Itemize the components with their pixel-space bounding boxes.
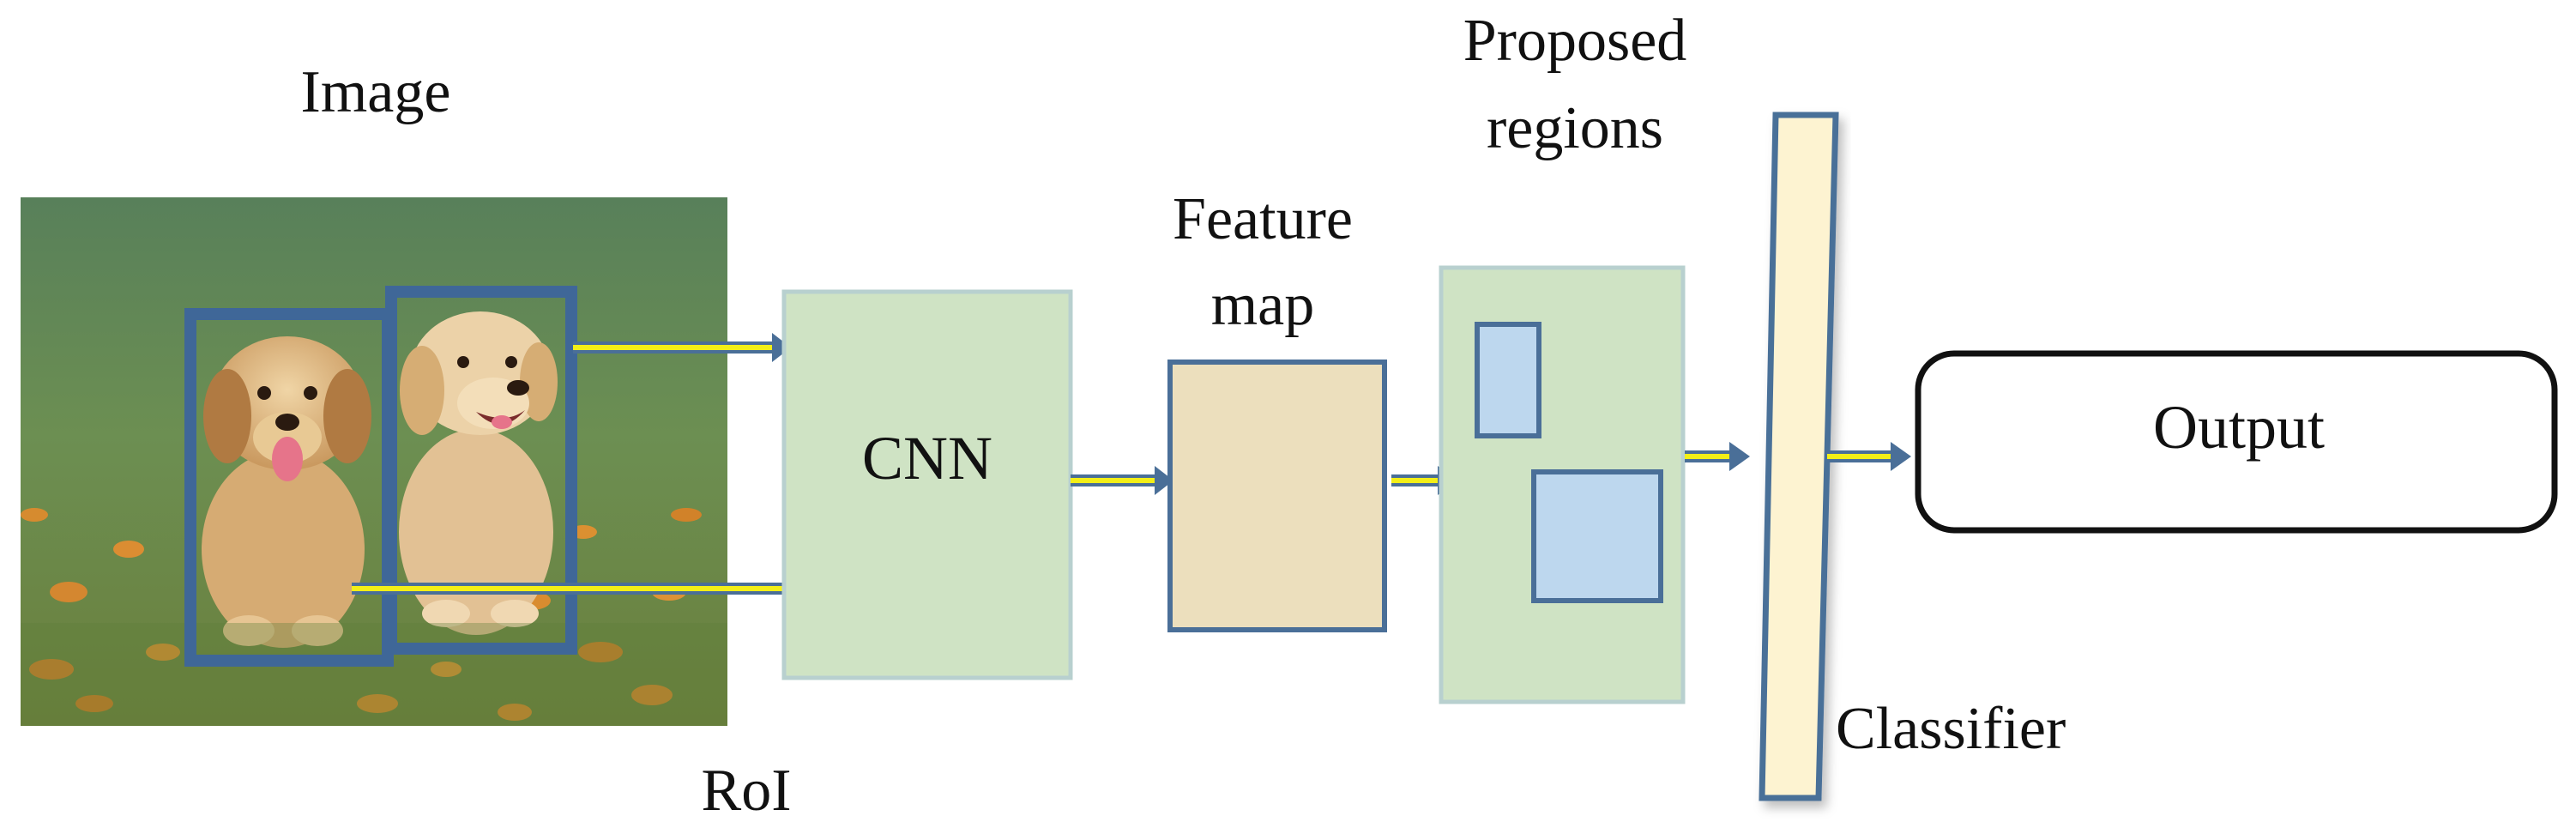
arrow-proposals-to-classifier <box>1685 442 1750 471</box>
feature-map-label-line2: map <box>1211 272 1315 338</box>
region-small <box>1475 322 1541 438</box>
roi-label: RoI <box>702 758 792 824</box>
cnn-label: CNN <box>862 424 992 493</box>
classifier-bar <box>1759 112 1839 801</box>
region-large <box>1531 469 1663 603</box>
cnn-box <box>781 289 1073 680</box>
feature-map-label-line1: Feature <box>1173 186 1353 252</box>
output-label: Output <box>2153 393 2325 462</box>
roi-box-right <box>385 286 577 655</box>
proposed-regions-label-line1: Proposed <box>1463 8 1687 74</box>
feature-map-box <box>1167 360 1387 632</box>
output-box <box>1915 350 2558 534</box>
classifier-label: Classifier <box>1836 696 2066 762</box>
arrow-cnn-to-feature <box>1071 466 1173 495</box>
puppies-photo-icon <box>21 197 727 726</box>
arrow-classifier-to-output <box>1827 442 1911 471</box>
arrow-roi-top <box>573 333 791 362</box>
proposed-regions-label-line2: regions <box>1487 95 1663 161</box>
image-label: Image <box>301 59 451 125</box>
